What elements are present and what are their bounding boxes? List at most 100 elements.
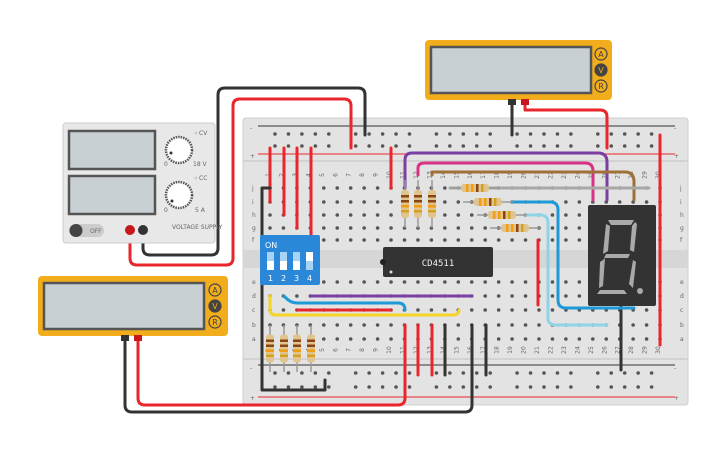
rail-hole[interactable] <box>555 132 560 136</box>
rail-hole[interactable] <box>649 144 654 148</box>
breadboard-hole[interactable] <box>389 323 393 327</box>
breadboard-hole[interactable] <box>375 323 380 327</box>
rail-hole[interactable] <box>542 385 546 389</box>
rail-hole[interactable] <box>353 385 358 389</box>
meter-left-v-wire[interactable] <box>136 323 407 407</box>
breadboard-hole[interactable] <box>402 280 407 284</box>
breadboard-hole[interactable] <box>577 280 582 284</box>
rail-hole[interactable] <box>407 132 412 136</box>
rail-hole[interactable] <box>313 144 318 148</box>
meter-mode-a-button[interactable]: A <box>594 47 608 61</box>
breadboard-hole[interactable] <box>322 186 326 190</box>
breadboard-hole[interactable] <box>523 294 528 298</box>
rail-hole[interactable] <box>555 385 560 389</box>
resistor[interactable] <box>401 180 409 228</box>
rail-hole[interactable] <box>488 371 493 375</box>
breadboard-hole[interactable] <box>362 226 366 230</box>
breadboard-hole[interactable] <box>389 238 393 242</box>
rail-hole[interactable] <box>542 144 546 148</box>
breadboard-hole[interactable] <box>577 294 582 298</box>
breadboard-hole[interactable] <box>644 337 649 341</box>
rail-hole[interactable] <box>461 371 466 375</box>
breadboard-hole[interactable] <box>335 337 340 341</box>
breadboard-hole[interactable] <box>564 200 568 204</box>
breadboard-hole[interactable] <box>348 337 353 341</box>
rail-hole[interactable] <box>434 385 439 389</box>
breadboard-hole[interactable] <box>550 308 555 312</box>
dip-toggle-2[interactable]: 2 <box>280 252 287 283</box>
breadboard-hole[interactable] <box>295 294 299 298</box>
rail-hole[interactable] <box>407 144 412 148</box>
breadboard-hole[interactable] <box>322 200 326 204</box>
breadboard-hole[interactable] <box>348 323 353 327</box>
breadboard-hole[interactable] <box>469 213 474 217</box>
dip-toggle-4[interactable]: 4 <box>306 252 313 283</box>
breadboard-hole[interactable] <box>456 200 461 204</box>
rail-hole[interactable] <box>300 132 304 136</box>
breadboard-hole[interactable] <box>644 200 649 204</box>
breadboard-hole[interactable] <box>443 200 447 204</box>
breadboard-hole[interactable] <box>456 226 461 230</box>
breadboard-hole[interactable] <box>348 213 353 217</box>
breadboard-hole[interactable] <box>469 280 474 284</box>
voltage-knob[interactable] <box>164 135 194 165</box>
breadboard-hole[interactable] <box>577 200 582 204</box>
breadboard-hole[interactable] <box>483 226 488 230</box>
rail-hole[interactable] <box>327 144 331 148</box>
breadboard-hole[interactable] <box>631 337 635 341</box>
breadboard-hole[interactable] <box>322 213 326 217</box>
rail-hole[interactable] <box>448 132 452 136</box>
breadboard-hole[interactable] <box>375 280 380 284</box>
rail-hole[interactable] <box>448 385 452 389</box>
meter-mode-r-button[interactable]: R <box>594 79 608 93</box>
breadboard-hole[interactable] <box>564 337 568 341</box>
resistor[interactable] <box>463 198 513 206</box>
rail-hole[interactable] <box>286 371 291 375</box>
breadboard-hole[interactable] <box>537 308 541 312</box>
rail-hole[interactable] <box>394 371 398 375</box>
breadboard-hole[interactable] <box>631 323 635 327</box>
breadboard-hole[interactable] <box>389 200 393 204</box>
breadboard-hole[interactable] <box>362 186 366 190</box>
breadboard-hole[interactable] <box>362 337 366 341</box>
breadboard-hole[interactable] <box>402 238 407 242</box>
meter-mode-v-button[interactable]: V <box>594 63 608 77</box>
resistor[interactable] <box>490 224 540 232</box>
breadboard-hole[interactable] <box>510 308 514 312</box>
breadboard-hole[interactable] <box>348 280 353 284</box>
rail-hole[interactable] <box>380 144 385 148</box>
breadboard-hole[interactable] <box>496 280 501 284</box>
breadboard-hole[interactable] <box>335 186 340 190</box>
rail-hole[interactable] <box>515 371 519 375</box>
rail-hole[interactable] <box>407 385 412 389</box>
rail-hole[interactable] <box>596 371 600 375</box>
current-knob[interactable] <box>164 180 194 210</box>
meter-mode-a-button[interactable]: A <box>208 283 222 297</box>
rail-hole[interactable] <box>569 385 573 389</box>
rail-hole[interactable] <box>394 385 398 389</box>
breadboard-hole[interactable] <box>604 337 609 341</box>
breadboard-hole[interactable] <box>443 280 447 284</box>
breadboard-hole[interactable] <box>335 226 340 230</box>
breadboard-hole[interactable] <box>443 226 447 230</box>
breadboard-hole[interactable] <box>577 226 582 230</box>
rail-hole[interactable] <box>300 371 304 375</box>
rail-hole[interactable] <box>474 385 479 389</box>
breadboard-hole[interactable] <box>564 280 568 284</box>
rail-hole[interactable] <box>596 385 600 389</box>
rail-hole[interactable] <box>488 385 493 389</box>
rail-hole[interactable] <box>434 144 439 148</box>
resistor[interactable] <box>477 211 527 219</box>
rail-hole[interactable] <box>380 371 385 375</box>
rail-hole[interactable] <box>649 385 654 389</box>
rail-hole[interactable] <box>622 132 627 136</box>
breadboard-hole[interactable] <box>416 238 420 242</box>
rail-hole[interactable] <box>394 132 398 136</box>
breadboard-hole[interactable] <box>496 323 501 327</box>
rail-hole[interactable] <box>596 132 600 136</box>
power-supply[interactable]: 0 18 V 0 5 A CV CC OFF VOLTAGE SUPPLY <box>62 122 223 244</box>
meter-mode-v-button[interactable]: V <box>208 299 222 313</box>
breadboard-hole[interactable] <box>510 294 514 298</box>
breadboard-hole[interactable] <box>564 238 568 242</box>
